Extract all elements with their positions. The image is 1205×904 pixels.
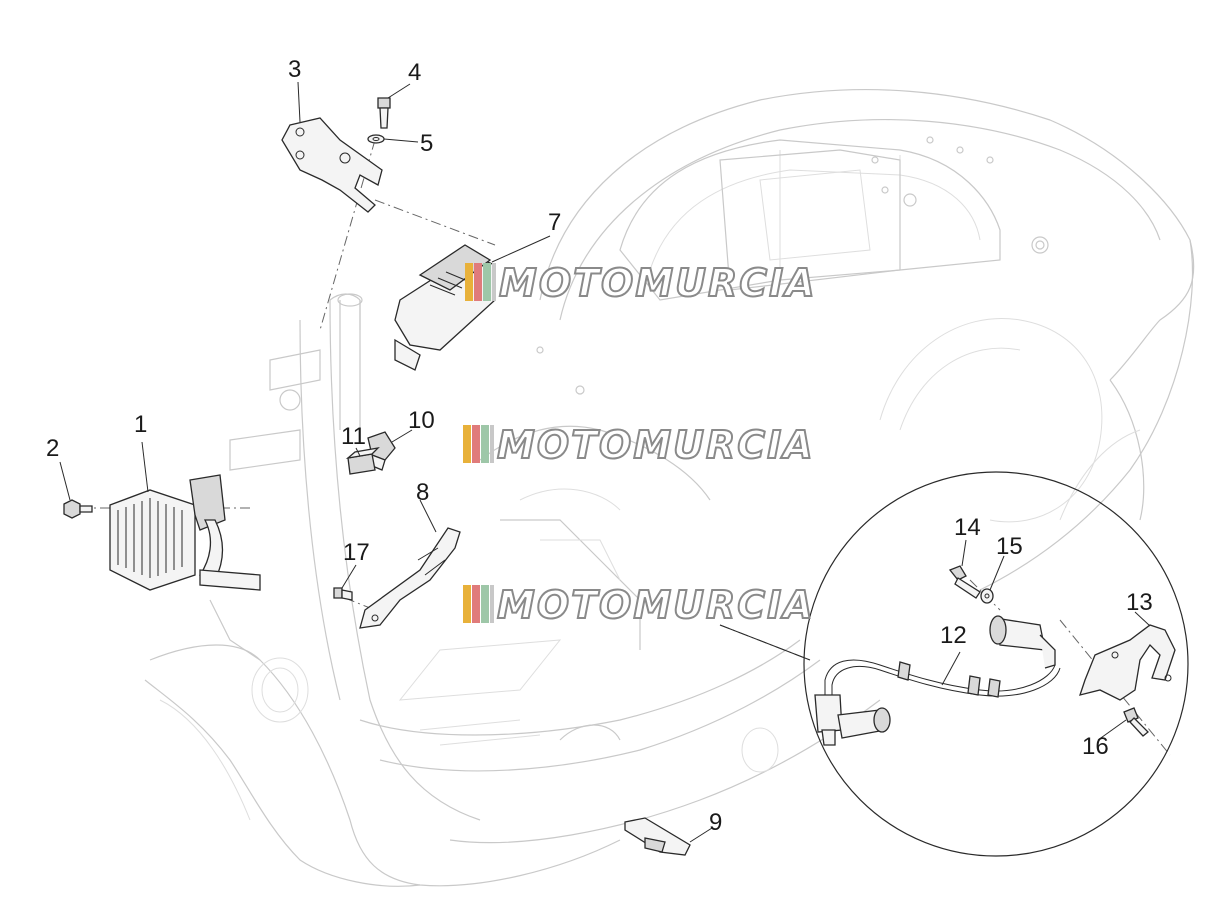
callout-3: 3 xyxy=(288,56,301,83)
part-15-washer xyxy=(980,588,994,604)
callout-15: 15 xyxy=(996,533,1023,560)
scooter-body-outline xyxy=(144,89,1195,887)
part-14-bolt xyxy=(948,565,981,599)
callout-5: 5 xyxy=(420,130,433,157)
part-5-washer xyxy=(367,134,385,144)
watermark-text: MOTOMURCIA xyxy=(499,261,817,305)
callout-labels: 1 2 3 4 5 7 8 9 10 11 12 13 14 15 16 17 xyxy=(46,56,1153,836)
callout-8: 8 xyxy=(416,479,429,506)
part-3-bracket xyxy=(281,117,383,213)
part-11-rubber-block xyxy=(345,447,380,475)
callout-leaders xyxy=(59,81,1151,843)
watermark-text: MOTOMURCIA xyxy=(497,583,815,627)
part-12-ignition-coil xyxy=(814,615,1061,746)
part-8-bracket-plate xyxy=(359,527,461,629)
part-16-bolt xyxy=(1123,707,1149,737)
part-17-screw xyxy=(333,587,353,601)
callout-17: 17 xyxy=(343,539,370,566)
callout-4: 4 xyxy=(408,59,421,86)
callout-9: 9 xyxy=(709,809,722,836)
callout-14: 14 xyxy=(954,514,981,541)
part-4-bolt xyxy=(377,97,391,129)
part-2-screw xyxy=(63,499,93,519)
callout-12: 12 xyxy=(940,622,967,649)
callout-2: 2 xyxy=(46,435,59,462)
part-9-plate xyxy=(624,817,691,856)
callout-16: 16 xyxy=(1082,733,1109,760)
watermark: MOTOMURCIA MOTOMURCIA MOTOMURCIA xyxy=(463,260,817,628)
callout-10: 10 xyxy=(408,407,435,434)
callout-1: 1 xyxy=(134,411,147,438)
callout-7: 7 xyxy=(548,209,561,236)
callout-13: 13 xyxy=(1126,589,1153,616)
part-13-coil-bracket xyxy=(1079,624,1176,701)
part-1-voltage-regulator xyxy=(109,474,261,591)
detail-circle xyxy=(719,471,1189,857)
watermark-text: MOTOMURCIA xyxy=(497,423,815,467)
callout-11: 11 xyxy=(341,423,366,450)
